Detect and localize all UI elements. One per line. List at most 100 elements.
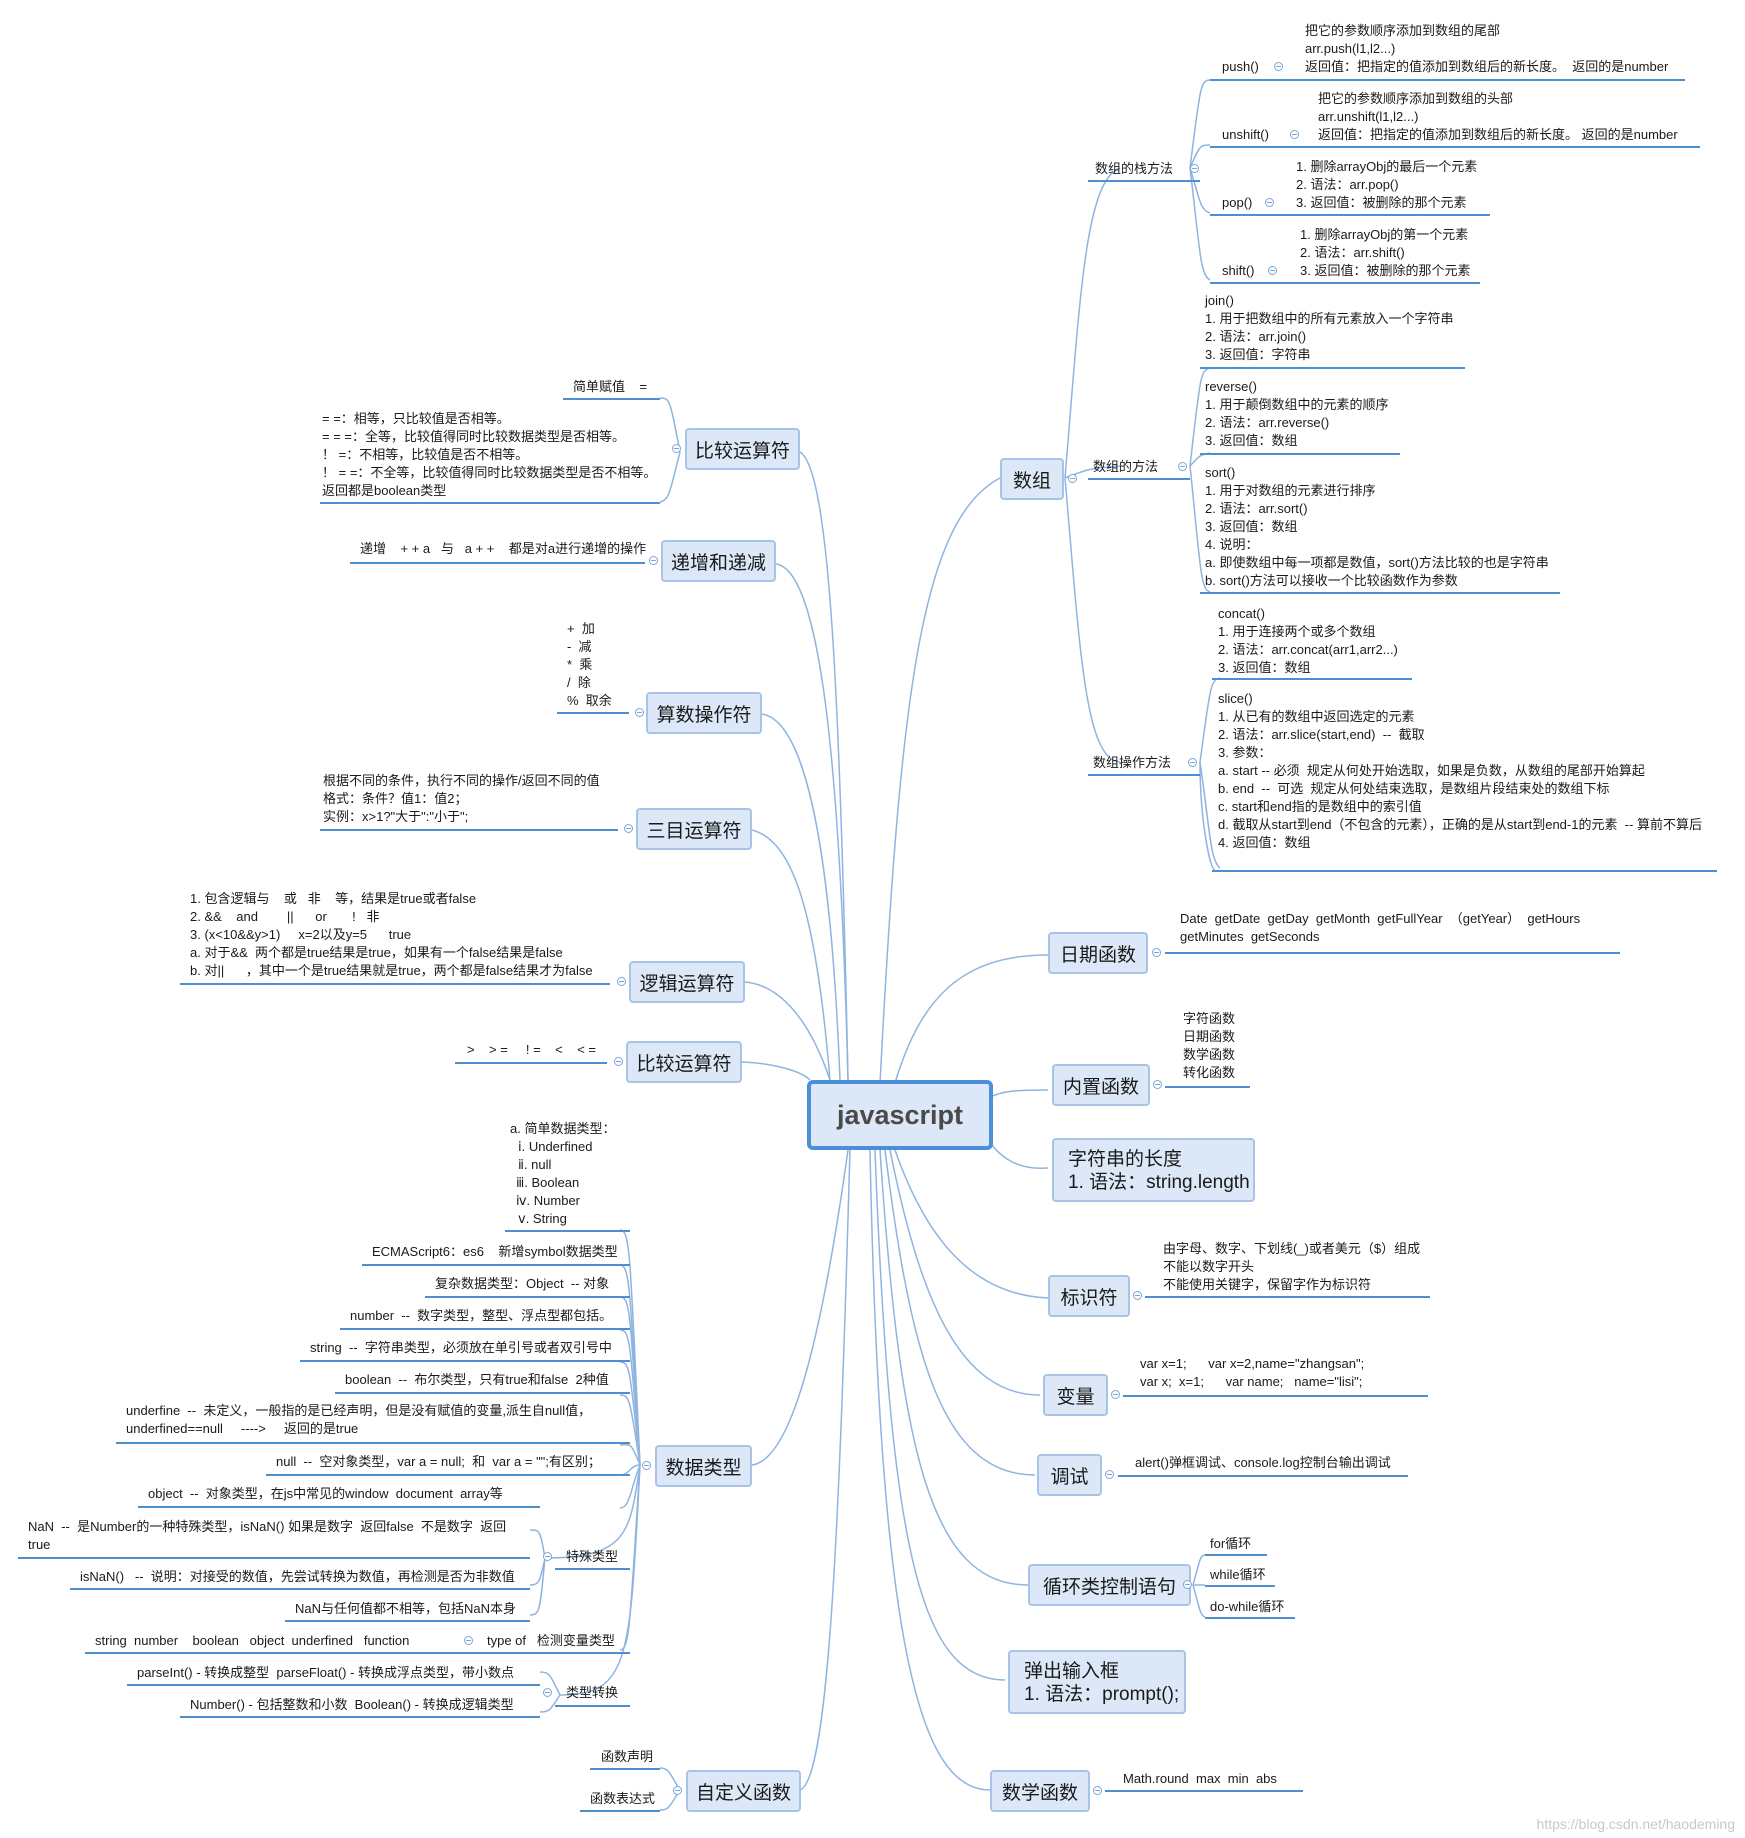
central-topic[interactable]: javascript	[807, 1080, 993, 1150]
special-types[interactable]: 特殊类型	[566, 1549, 619, 1564]
collapse-toggle-icon[interactable]	[614, 1057, 623, 1066]
branch-date[interactable]: 日期函数	[1048, 932, 1148, 974]
collapse-toggle-icon[interactable]	[1111, 1390, 1120, 1399]
reverse-detail: reverse() 1. 用于颠倒数组中的元素的顺序 2. 语法：arr.rev…	[1205, 379, 1389, 448]
branch-variable[interactable]: 变量	[1043, 1374, 1108, 1416]
method-pop[interactable]: pop()	[1222, 195, 1253, 210]
collapse-toggle-icon[interactable]	[1105, 1470, 1114, 1479]
underline	[85, 1652, 630, 1654]
collapse-toggle-icon[interactable]	[1274, 62, 1283, 71]
collapse-toggle-icon[interactable]	[635, 708, 644, 717]
sub-stack-methods[interactable]: 数组的栈方法	[1095, 161, 1174, 176]
underline	[1290, 79, 1685, 81]
collapse-toggle-icon[interactable]	[673, 1786, 682, 1795]
underline	[555, 1705, 630, 1707]
underline	[1200, 367, 1465, 369]
branch-identifier[interactable]: 标识符	[1048, 1275, 1130, 1317]
branch-custom-function[interactable]: 自定义函数	[686, 1770, 801, 1812]
number-type: number -- 数字类型，整型、浮点型都包括。	[350, 1308, 613, 1323]
underline	[70, 1588, 530, 1590]
collapse-toggle-icon[interactable]	[1290, 130, 1299, 139]
arith-detail: + 加 - 减 * 乘 / 除 % 取余	[567, 621, 612, 708]
branch-math[interactable]: 数学函数	[990, 1770, 1090, 1812]
collapse-toggle-icon[interactable]	[1178, 462, 1187, 471]
collapse-toggle-icon[interactable]	[642, 1461, 651, 1470]
compare2-detail: > > = ! = < < =	[467, 1042, 596, 1057]
branch-arithmetic[interactable]: 算数操作符	[646, 692, 762, 734]
simple-types-list: a. 简单数据类型： ⅰ. Underfined ⅱ. null ⅲ. Bool…	[510, 1121, 616, 1226]
collapse-toggle-icon[interactable]	[1153, 1080, 1162, 1089]
sub-array-methods[interactable]: 数组的方法	[1093, 459, 1159, 474]
branch-data-types[interactable]: 数据类型	[655, 1445, 752, 1487]
collapse-toggle-icon[interactable]	[464, 1636, 473, 1645]
shift-detail: 1. 删除arrayObj的第一个元素 2. 语法：arr.shift() 3.…	[1300, 227, 1471, 278]
underline	[557, 712, 629, 714]
ternary-detail: 根据不同的条件，执行不同的操作/返回不同的值 格式：条件？值1：值2； 实例：x…	[323, 773, 600, 824]
underline	[1105, 1790, 1303, 1792]
branch-prompt[interactable]: 弹出输入框 1. 语法：prompt();	[1008, 1650, 1186, 1714]
typeof-label[interactable]: type of 检测变量类型	[487, 1633, 615, 1648]
es6-type: ECMAScript6：es6 新增symbol数据类型	[372, 1244, 618, 1259]
variable-detail: var x=1; var x=2,name="zhangsan"; var x;…	[1140, 1356, 1365, 1389]
branch-logic-operators[interactable]: 逻辑运算符	[629, 961, 745, 1003]
collapse-toggle-icon[interactable]	[1188, 758, 1197, 767]
method-push[interactable]: push()	[1222, 59, 1259, 74]
collapse-toggle-icon[interactable]	[1093, 1786, 1102, 1795]
prompt-syntax: 1. 语法：prompt();	[1024, 1684, 1180, 1705]
nan-detail: NaN -- 是Number的一种特殊类型，isNaN() 如果是数字 返回fa…	[28, 1519, 507, 1552]
type-conversion[interactable]: 类型转换	[566, 1685, 619, 1700]
method-unshift[interactable]: unshift()	[1222, 127, 1269, 142]
method-shift[interactable]: shift()	[1222, 263, 1255, 278]
collapse-toggle-icon[interactable]	[672, 444, 681, 453]
branch-ternary[interactable]: 三目运算符	[636, 808, 752, 850]
nan-not-equal: NaN与任何值都不相等，包括NaN本身	[295, 1601, 517, 1616]
underline	[1123, 1395, 1428, 1397]
collapse-toggle-icon[interactable]	[1183, 1580, 1192, 1589]
underline	[1205, 1617, 1295, 1619]
logic-detail: 1. 包含逻辑与 或 非 等，结果是true或者false 2. && and …	[190, 891, 593, 978]
collapse-toggle-icon[interactable]	[1133, 1291, 1142, 1300]
function-declaration[interactable]: 函数声明	[601, 1749, 654, 1764]
collapse-toggle-icon[interactable]	[543, 1688, 552, 1697]
underline	[505, 1230, 630, 1232]
loop-for[interactable]: for循环	[1210, 1536, 1252, 1551]
sub-array-ops[interactable]: 数组操作方法	[1093, 755, 1172, 770]
branch-debug[interactable]: 调试	[1037, 1454, 1102, 1496]
branch-array[interactable]: 数组	[1000, 458, 1064, 500]
function-expression[interactable]: 函数表达式	[590, 1791, 656, 1806]
branch-builtin[interactable]: 内置函数	[1052, 1064, 1150, 1106]
underline	[563, 398, 660, 400]
collapse-toggle-icon[interactable]	[1068, 474, 1077, 483]
collapse-toggle-icon[interactable]	[649, 556, 658, 565]
number-boolean-detail: Number() - 包括整数和小数 Boolean() - 转换成逻辑类型	[190, 1697, 514, 1712]
underline	[1118, 1475, 1408, 1477]
boolean-type: boolean -- 布尔类型，只有true和false 2种值	[345, 1372, 609, 1387]
loop-while[interactable]: while循环	[1210, 1567, 1266, 1582]
branch-string-length[interactable]: 字符串的长度 1. 语法：string.length	[1052, 1138, 1255, 1202]
join-detail: join() 1. 用于把数组中的所有元素放入一个字符串 2. 语法：arr.j…	[1205, 293, 1454, 362]
branch-compare-operators-2[interactable]: 比较运算符	[626, 1041, 742, 1083]
collapse-toggle-icon[interactable]	[1265, 198, 1274, 207]
loop-do-while[interactable]: do-while循环	[1210, 1599, 1285, 1614]
underline	[555, 1568, 630, 1570]
branch-compare-operators[interactable]: 比较运算符	[685, 428, 800, 470]
identifier-detail: 由字母、数字、下划线(_)或者美元（$）组成 不能以数字开头 不能使用关键字，保…	[1163, 1241, 1421, 1292]
collapse-toggle-icon[interactable]	[617, 977, 626, 986]
underline	[1145, 1296, 1430, 1298]
isnan-detail: isNaN() -- 说明：对接受的数值，先尝试转换为数值，再检测是否为非数值	[80, 1569, 515, 1584]
branch-loop[interactable]: 循环类控制语句	[1028, 1564, 1191, 1606]
collapse-toggle-icon[interactable]	[1190, 164, 1199, 173]
strlen-syntax: 1. 语法：string.length	[1068, 1172, 1250, 1193]
date-detail: Date getDate getDay getMonth getFullYear…	[1180, 911, 1581, 944]
underline	[1200, 592, 1560, 594]
concat-detail: concat() 1. 用于连接两个或多个数组 2. 语法：arr.concat…	[1218, 606, 1398, 675]
branch-increment-decrement[interactable]: 递增和递减	[661, 540, 776, 582]
builtin-list: 字符函数 日期函数 数学函数 转化函数	[1183, 1011, 1236, 1080]
underline	[285, 1620, 530, 1622]
string-type: string -- 字符串类型，必须放在单引号或者双引号中	[310, 1340, 612, 1355]
collapse-toggle-icon[interactable]	[1152, 948, 1161, 957]
underline	[1212, 678, 1412, 680]
collapse-toggle-icon[interactable]	[1268, 266, 1277, 275]
collapse-toggle-icon[interactable]	[624, 824, 633, 833]
collapse-toggle-icon[interactable]	[543, 1552, 552, 1561]
